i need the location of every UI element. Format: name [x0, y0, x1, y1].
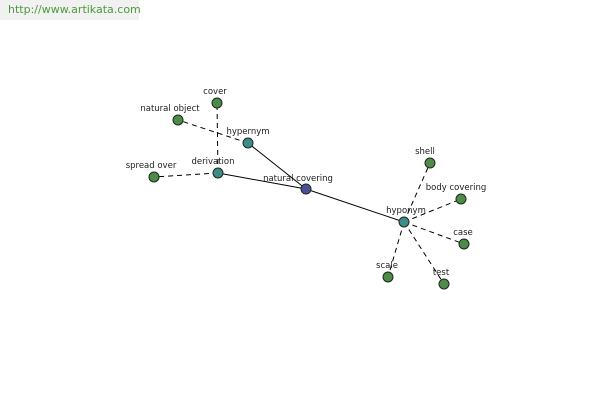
watermark-url-text: http://www.artikata.com — [8, 3, 141, 16]
term-label-natural-object[interactable]: natural object — [140, 104, 200, 114]
term-node-cover[interactable] — [211, 97, 223, 109]
edge-derivation-spread-over — [153, 172, 219, 178]
edge-natural-covering-hyponym — [305, 188, 405, 223]
edge-natural-covering-hypernym — [247, 142, 307, 190]
term-label-shell[interactable]: shell — [415, 147, 435, 157]
term-node-case[interactable] — [458, 238, 470, 250]
relation-node-derivation[interactable] — [212, 167, 224, 179]
term-label-case[interactable]: case — [453, 228, 473, 238]
edge-hyponym-test — [403, 221, 445, 285]
term-label-test[interactable]: test — [433, 268, 450, 278]
edge-hyponym-shell — [403, 162, 431, 223]
term-label-spread-over[interactable]: spread over — [126, 161, 177, 171]
edge-hyponym-scale — [387, 221, 405, 278]
graph-edges — [153, 102, 465, 285]
term-node-shell[interactable] — [424, 157, 436, 169]
edge-natural-covering-derivation — [217, 172, 307, 190]
term-node-scale[interactable] — [382, 271, 394, 283]
edge-hyponym-case — [403, 221, 465, 245]
term-label-scale[interactable]: scale — [376, 261, 398, 271]
root-label-natural-covering[interactable]: natural covering — [263, 174, 333, 184]
watermark-url[interactable]: http://www.artikata.com — [0, 0, 141, 20]
term-node-test[interactable] — [438, 278, 450, 290]
term-label-body-covering[interactable]: body covering — [426, 183, 487, 193]
edge-derivation-cover — [216, 102, 219, 174]
edge-hypernym-natural-object — [177, 119, 249, 144]
term-node-natural-object[interactable] — [172, 114, 184, 126]
relation-label-hypernym[interactable]: hypernym — [226, 127, 269, 137]
edge-hyponym-body-covering — [403, 198, 462, 223]
relation-label-hyponym[interactable]: hyponym — [386, 206, 426, 216]
root-node-natural-covering[interactable] — [300, 183, 312, 195]
term-label-cover[interactable]: cover — [203, 87, 227, 97]
relation-node-hyponym[interactable] — [398, 216, 410, 228]
term-node-body-covering[interactable] — [455, 193, 467, 205]
term-node-spread-over[interactable] — [148, 171, 160, 183]
relation-label-derivation[interactable]: derivation — [191, 157, 234, 167]
graph-nodes — [148, 97, 470, 290]
relation-node-hypernym[interactable] — [242, 137, 254, 149]
